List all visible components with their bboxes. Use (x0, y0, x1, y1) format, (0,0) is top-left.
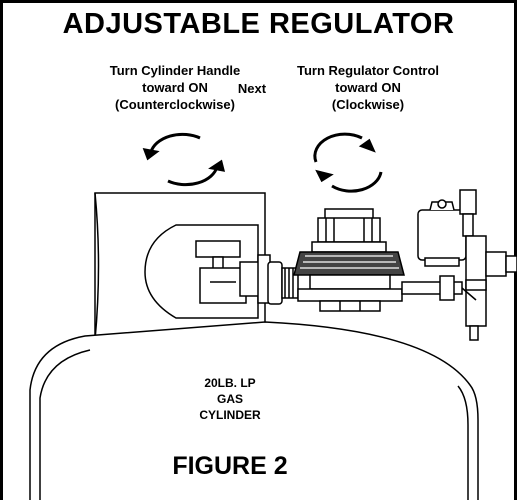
step-two-line-3: (Clockwise) (331, 97, 405, 112)
step-one-line-3: (Counterclockwise) (115, 97, 235, 112)
regulator (293, 208, 405, 312)
step-one-line-2: toward ON (142, 80, 208, 95)
figure-label: FIGURE 2 (172, 452, 288, 480)
cylinder-label-line-2: GAS (216, 392, 243, 406)
cylinder-label: 20LB. LP GAS CYLINDER (175, 375, 285, 423)
step-two-line-1: Turn Regulator Control (296, 63, 440, 78)
step-one-line-1: Turn Cylinder Handle (109, 63, 241, 78)
step-two-line-2: toward ON (335, 80, 401, 95)
pol-fitting (267, 261, 299, 305)
step-one-instruction: Turn Cylinder Handle toward ON (Counterc… (60, 62, 290, 113)
step-two-instruction: Turn Regulator Control toward ON (Clockw… (268, 62, 468, 113)
clockwise-arrow-icon (313, 132, 383, 193)
diagram-title: ADJUSTABLE REGULATOR (62, 8, 455, 40)
gas-cylinder (29, 321, 479, 500)
cylinder-label-line-3: CYLINDER (199, 408, 261, 422)
cylinder-label-line-1: 20LB. LP (204, 376, 256, 390)
control-valve-assembly (417, 189, 517, 341)
cylinder-valve (195, 240, 271, 304)
next-label: Next (237, 81, 267, 96)
counterclockwise-arrow-icon (142, 132, 226, 187)
gas-line (401, 275, 463, 301)
